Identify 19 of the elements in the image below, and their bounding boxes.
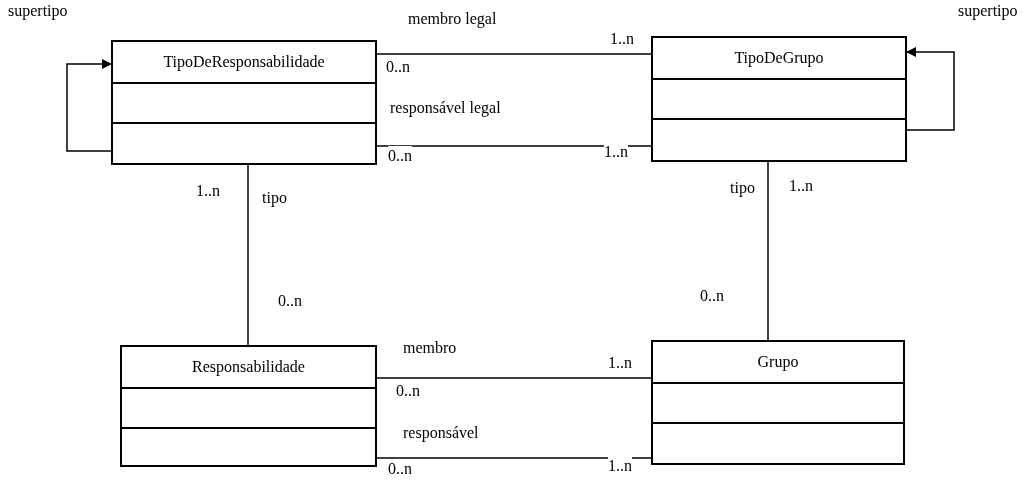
edge-label: responsável: [403, 423, 479, 443]
association-line: [247, 164, 249, 346]
class-name: Responsabilidade: [192, 357, 305, 378]
edge-label: membro legal: [408, 9, 497, 29]
class-box: [651, 36, 907, 162]
arrow: [906, 47, 955, 131]
association-line: [376, 53, 652, 55]
association-line: [376, 457, 652, 459]
association-line: [767, 161, 769, 341]
class-box: [120, 345, 377, 467]
arrow: [66, 59, 112, 152]
class-name: TipoDeGrupo: [734, 48, 824, 69]
association-line: [376, 145, 652, 147]
association-line: [376, 377, 652, 379]
class-name: TipoDeResponsabilidade: [163, 52, 325, 73]
edge-label: responsável legal: [390, 98, 501, 118]
class-box: [651, 340, 905, 465]
class-name: Grupo: [757, 352, 799, 373]
class-box: [111, 40, 377, 165]
